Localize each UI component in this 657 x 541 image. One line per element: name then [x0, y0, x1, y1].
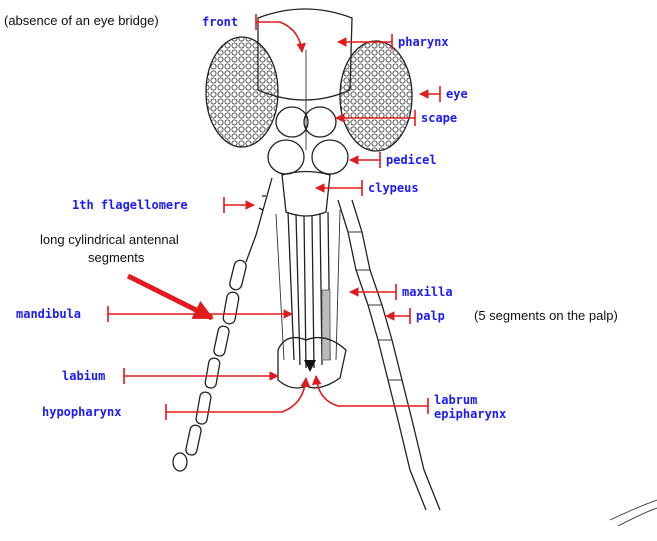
note-antennal-line1: long cylindrical antennal	[40, 232, 179, 247]
label-mandibula: mandibula	[16, 307, 81, 321]
eye-pointer	[420, 86, 440, 102]
label-eye: eye	[446, 87, 468, 101]
note-antennal-line2: segments	[88, 250, 145, 265]
right-palp	[338, 200, 440, 510]
label-hypopharynx: hypopharynx	[42, 405, 121, 419]
pedicel-pointer	[350, 152, 380, 168]
note-eye-bridge: (absence of an eye bridge)	[4, 13, 159, 28]
left-pedicel	[268, 140, 304, 174]
label-labrum: labrum	[434, 393, 477, 407]
flagellomere-pointer	[224, 197, 254, 213]
big-red-arrow	[128, 276, 212, 318]
right-compound-eye	[340, 41, 412, 151]
left-antenna	[173, 178, 272, 471]
note-palp-segments: (5 segments on the palp)	[474, 308, 618, 323]
right-scape	[304, 107, 336, 137]
label-flagellomere: 1th flagellomere	[72, 198, 188, 212]
palp-pointer	[386, 308, 410, 324]
maxilla-pointer	[350, 284, 396, 300]
label-epipharynx: epipharynx	[434, 407, 506, 421]
insect-head-drawing	[173, 9, 657, 526]
clypeus-pointer	[316, 180, 362, 196]
mouthparts-stylets	[276, 210, 346, 388]
labium-pointer	[124, 368, 278, 384]
label-front: front	[202, 15, 238, 29]
label-pedicel: pedicel	[386, 153, 437, 167]
label-scape: scape	[421, 111, 457, 125]
label-maxilla: maxilla	[402, 285, 453, 299]
label-clypeus: clypeus	[368, 181, 419, 195]
left-scape	[276, 107, 308, 137]
label-pharynx: pharynx	[398, 35, 449, 49]
labels: (absence of an eye bridge) front pharynx…	[4, 13, 618, 421]
clypeus-plate	[282, 172, 330, 217]
label-palp: palp	[416, 309, 445, 323]
right-pedicel	[312, 140, 348, 174]
label-labium: labium	[62, 369, 105, 383]
left-compound-eye	[206, 37, 278, 147]
labrum-pointer	[316, 376, 428, 414]
